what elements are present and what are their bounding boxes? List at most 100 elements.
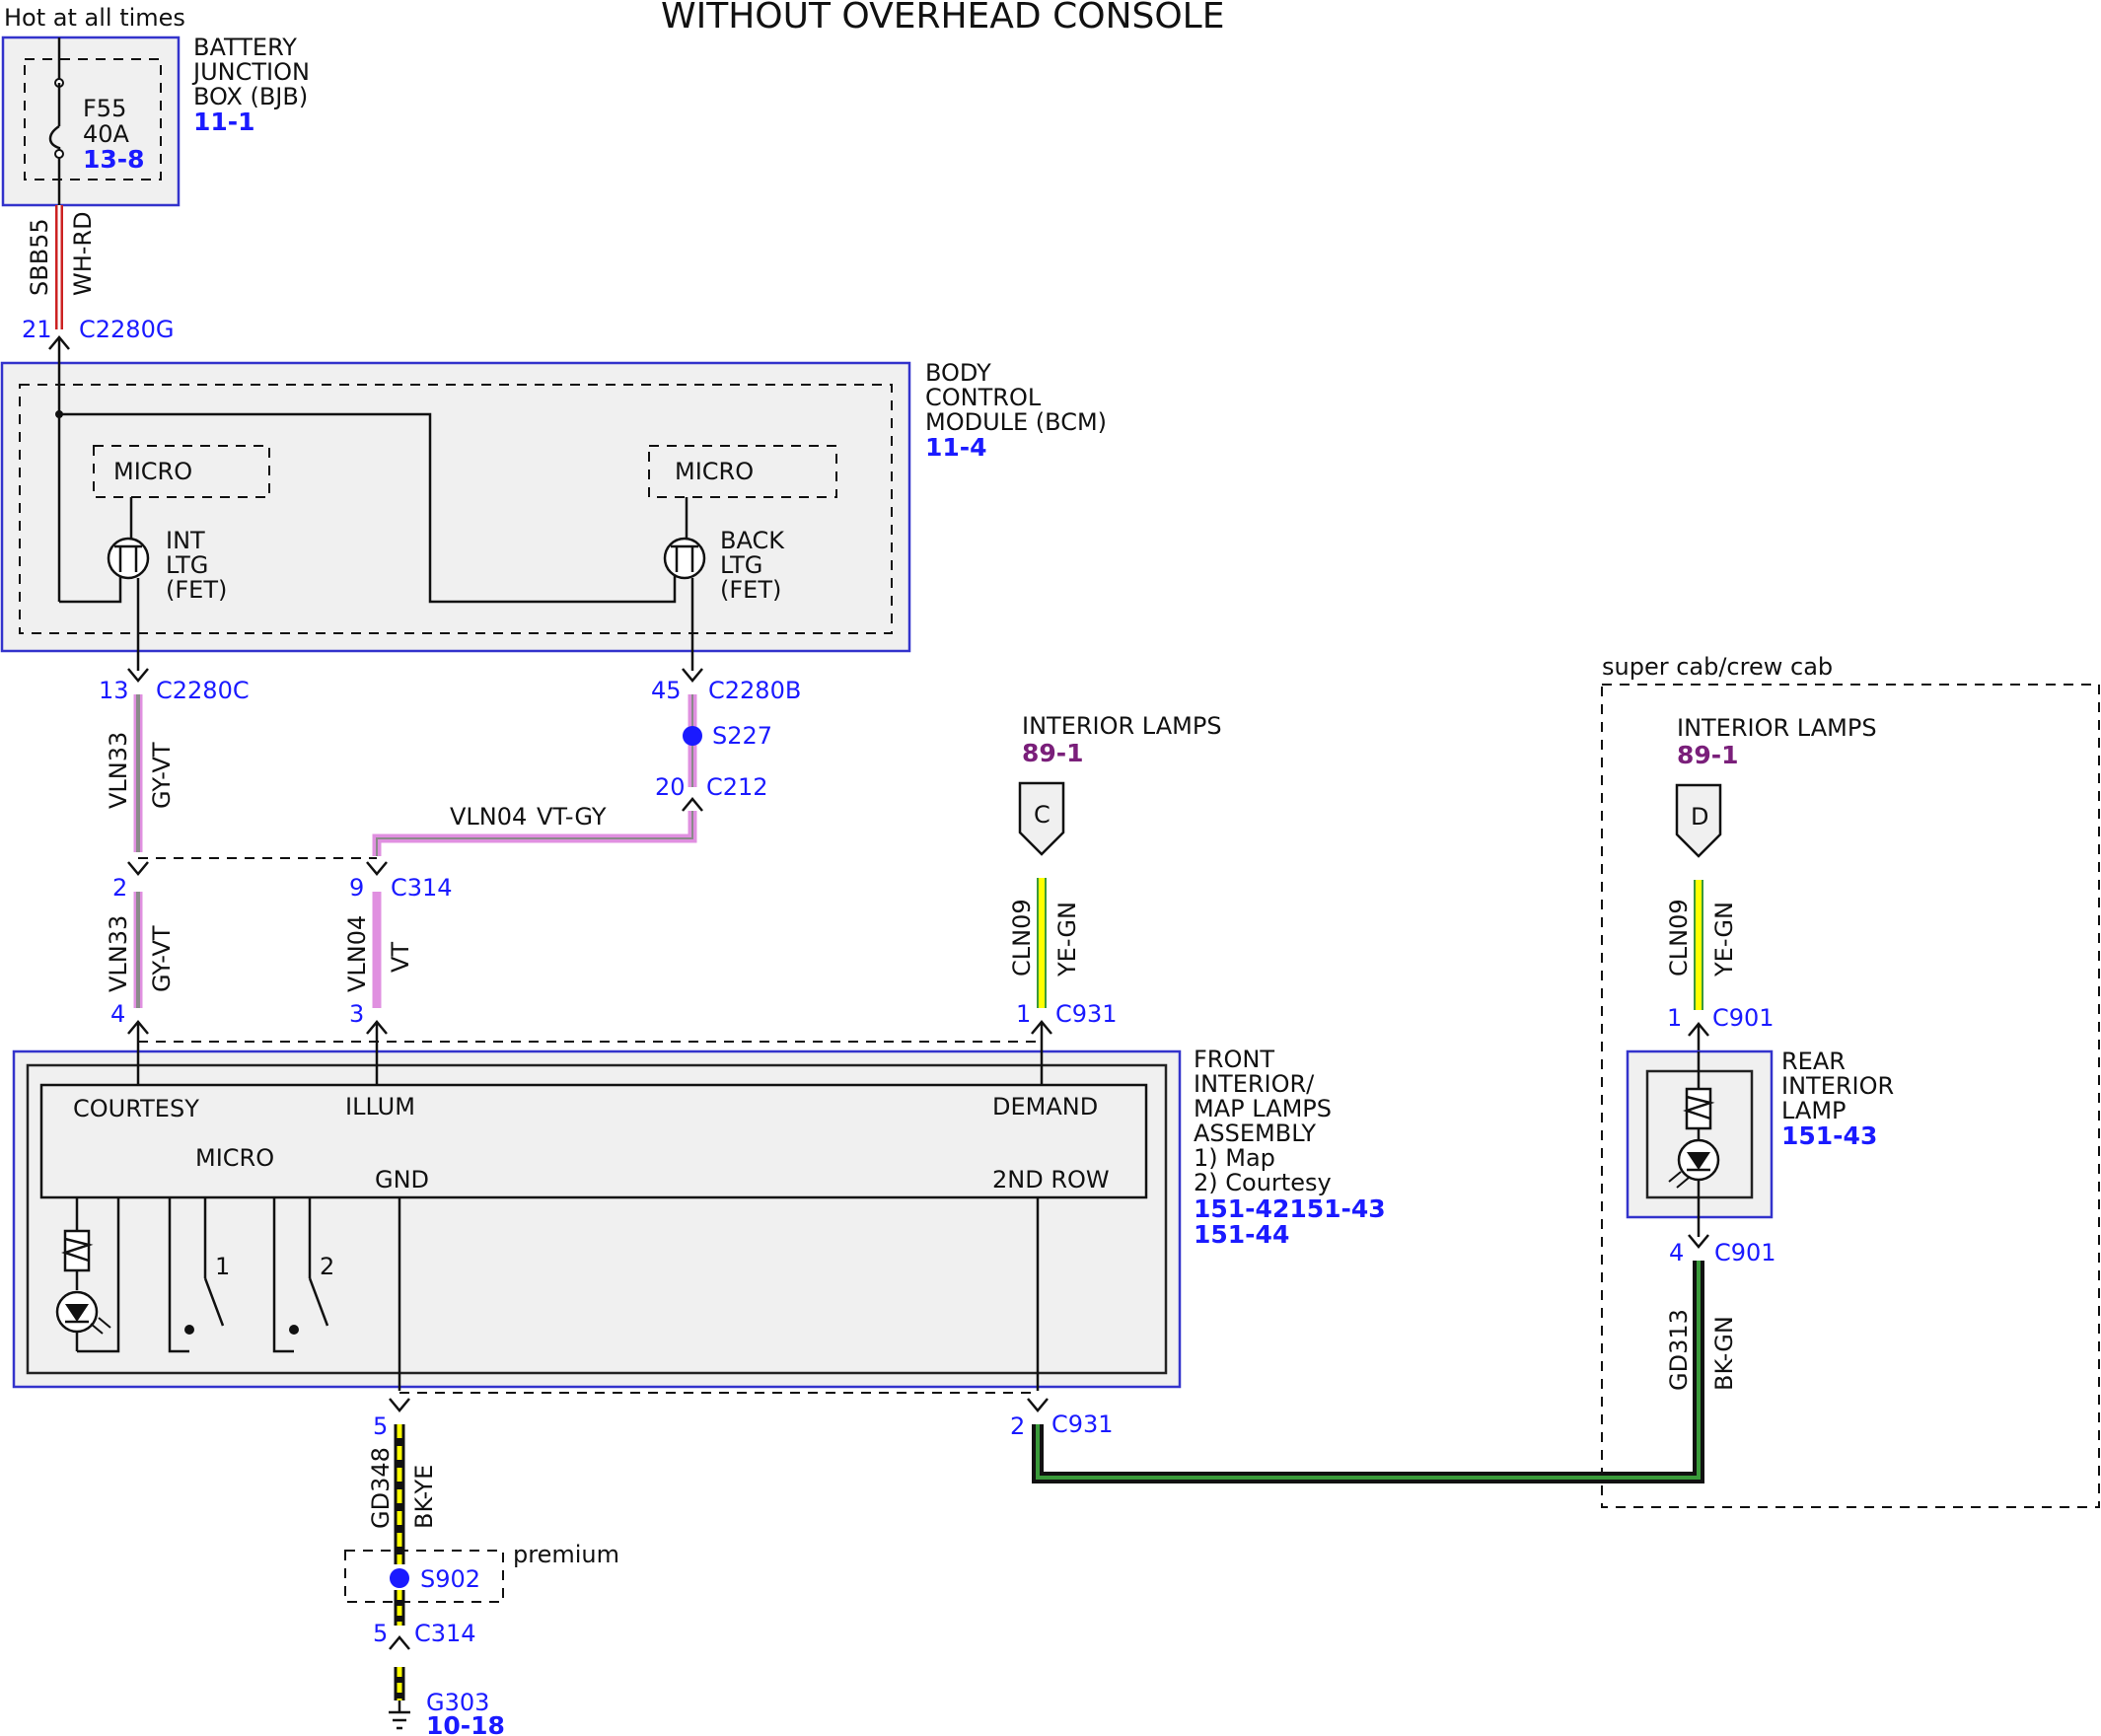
interior-lamps-d: INTERIOR LAMPS 89-1 D bbox=[1675, 714, 1877, 858]
connector-c2280c: 13 C2280C bbox=[99, 668, 250, 704]
bjb-name-1: BATTERY bbox=[193, 34, 297, 61]
svg-text:C901: C901 bbox=[1712, 1004, 1775, 1032]
svg-text:CLN09: CLN09 bbox=[1665, 899, 1693, 976]
svg-text:13: 13 bbox=[99, 677, 129, 704]
svg-text:1) Map: 1) Map bbox=[1194, 1144, 1275, 1172]
body-control-module: MICRO MICRO INT LTG (FET) BACK LTG (FET)… bbox=[0, 337, 1107, 671]
svg-text:CLN09: CLN09 bbox=[1008, 899, 1036, 976]
svg-text:C931: C931 bbox=[1051, 1410, 1114, 1438]
svg-text:2: 2 bbox=[320, 1253, 334, 1280]
micro-block bbox=[39, 1083, 1148, 1199]
wire-sbb55: SBB55 WH-RD bbox=[26, 205, 97, 329]
svg-text:151-42151-43: 151-42151-43 bbox=[1194, 1194, 1386, 1223]
wire-vln33-upper: VLN33 GY-VT bbox=[105, 694, 176, 852]
bcm-name-2: CONTROL bbox=[925, 384, 1042, 411]
svg-text:2ND ROW: 2ND ROW bbox=[992, 1166, 1110, 1194]
wire-vln04-vertical: VLN04 VT bbox=[343, 892, 414, 1008]
fet-left-3: (FET) bbox=[166, 576, 227, 604]
connector-c314-bottom: 4 3 1 C931 bbox=[110, 1000, 1118, 1043]
svg-text:C212: C212 bbox=[706, 773, 768, 801]
bcm-name-1: BODY bbox=[925, 359, 991, 387]
svg-text:INTERIOR LAMPS: INTERIOR LAMPS bbox=[1022, 712, 1222, 740]
svg-text:1: 1 bbox=[1016, 1000, 1031, 1028]
fet-left-1: INT bbox=[166, 527, 205, 554]
wire-vln04-horizontal: VLN04 VT-GY bbox=[372, 803, 697, 856]
led-icon bbox=[55, 1197, 120, 1353]
svg-text:YE-GN: YE-GN bbox=[1710, 902, 1738, 977]
svg-text:VLN04: VLN04 bbox=[343, 915, 371, 992]
fuse-id: F55 bbox=[83, 95, 126, 122]
connector-c2280b: 45 C2280B bbox=[651, 668, 801, 704]
svg-text:S227: S227 bbox=[712, 722, 772, 750]
super-cab-region: super cab/crew cab bbox=[1601, 653, 2100, 1508]
wire-vln33-lower: VLN33 GY-VT bbox=[105, 892, 176, 1008]
svg-text:10-18: 10-18 bbox=[426, 1711, 505, 1736]
connector-c901-bottom: 4 C901 bbox=[1669, 1234, 1776, 1266]
bjb-name-2: JUNCTION bbox=[191, 58, 310, 86]
svg-text:S902: S902 bbox=[420, 1565, 480, 1593]
svg-text:GY-VT: GY-VT bbox=[148, 742, 176, 809]
bjb-ref: 11-1 bbox=[193, 108, 255, 136]
splice-s902: S902 premium bbox=[344, 1541, 619, 1603]
svg-text:45: 45 bbox=[651, 677, 682, 704]
wire-cln09-rear: CLN09 YE-GN bbox=[1665, 880, 1738, 1010]
fet-left-2: LTG bbox=[166, 551, 208, 579]
svg-text:C901: C901 bbox=[1714, 1239, 1776, 1266]
page-title: WITHOUT OVERHEAD CONSOLE bbox=[661, 0, 1224, 36]
svg-text:2: 2 bbox=[112, 874, 127, 902]
svg-text:C: C bbox=[1034, 801, 1050, 829]
svg-text:1: 1 bbox=[215, 1253, 230, 1280]
svg-text:LAMP: LAMP bbox=[1781, 1097, 1847, 1124]
connector-c-icon bbox=[1018, 781, 1065, 856]
svg-text:151-44: 151-44 bbox=[1194, 1220, 1289, 1249]
svg-text:VT: VT bbox=[387, 942, 414, 973]
svg-text:3: 3 bbox=[349, 1000, 364, 1028]
svg-text:ASSEMBLY: ASSEMBLY bbox=[1194, 1120, 1316, 1147]
bcm-ref: 11-4 bbox=[925, 433, 987, 462]
front-lamps-assembly: COURTESY ILLUM DEMAND MICRO GND 2ND ROW … bbox=[12, 1022, 1386, 1391]
svg-text:super cab/crew cab: super cab/crew cab bbox=[1602, 653, 1833, 681]
svg-text:REAR: REAR bbox=[1781, 1048, 1846, 1075]
fet-right-2: LTG bbox=[720, 551, 762, 579]
svg-text:C314: C314 bbox=[391, 874, 453, 902]
svg-text:GD348: GD348 bbox=[367, 1447, 395, 1529]
svg-text:premium: premium bbox=[513, 1541, 619, 1568]
svg-text:21: 21 bbox=[22, 316, 52, 343]
wire-cln09-front: CLN09 YE-GN bbox=[1008, 878, 1081, 1008]
bjb-name-3: BOX (BJB) bbox=[193, 83, 308, 110]
svg-text:C931: C931 bbox=[1055, 1000, 1118, 1028]
svg-text:D: D bbox=[1691, 803, 1708, 831]
svg-text:GD313: GD313 bbox=[1665, 1309, 1693, 1391]
svg-text:89-1: 89-1 bbox=[1022, 739, 1084, 767]
connector-c212: 20 C212 bbox=[655, 773, 768, 812]
splice-s227: S227 bbox=[683, 722, 772, 750]
svg-text:G303: G303 bbox=[426, 1689, 489, 1716]
ground-g303: G303 10-18 bbox=[389, 1667, 505, 1736]
svg-text:INTERIOR LAMPS: INTERIOR LAMPS bbox=[1677, 714, 1877, 742]
svg-text:5: 5 bbox=[373, 1412, 388, 1440]
interior-lamps-c: INTERIOR LAMPS 89-1 C bbox=[1018, 712, 1222, 856]
svg-text:GY-VT: GY-VT bbox=[148, 925, 176, 992]
svg-text:GND: GND bbox=[375, 1166, 429, 1194]
svg-text:C2280G: C2280G bbox=[79, 316, 174, 343]
bcm-micro-left: MICRO bbox=[113, 458, 192, 485]
svg-text:BK-YE: BK-YE bbox=[410, 1465, 438, 1529]
svg-text:4: 4 bbox=[110, 1000, 125, 1028]
svg-text:VT-GY: VT-GY bbox=[537, 803, 607, 831]
connector-c931-bottom: 5 2 C931 bbox=[373, 1392, 1114, 1440]
fuse-ref: 13-8 bbox=[83, 145, 145, 174]
power-note: Hot at all times bbox=[4, 4, 185, 32]
svg-text:2) Courtesy: 2) Courtesy bbox=[1194, 1169, 1332, 1196]
svg-text:FRONT: FRONT bbox=[1194, 1046, 1274, 1073]
svg-text:INTERIOR/: INTERIOR/ bbox=[1194, 1070, 1315, 1098]
svg-text:20: 20 bbox=[655, 773, 686, 801]
connector-c2280g: 21 C2280G bbox=[22, 316, 174, 350]
connector-c314-gnd: 5 C314 bbox=[373, 1620, 476, 1650]
switch-1-icon: 1 bbox=[168, 1197, 230, 1353]
svg-text:VLN04: VLN04 bbox=[450, 803, 527, 831]
svg-text:4: 4 bbox=[1669, 1239, 1684, 1266]
svg-text:MAP LAMPS: MAP LAMPS bbox=[1194, 1095, 1332, 1122]
rear-interior-lamp: REAR INTERIOR LAMP 151-43 bbox=[1626, 1024, 1894, 1237]
wire-gd313: GD313 BK-GN bbox=[1032, 1261, 1738, 1483]
